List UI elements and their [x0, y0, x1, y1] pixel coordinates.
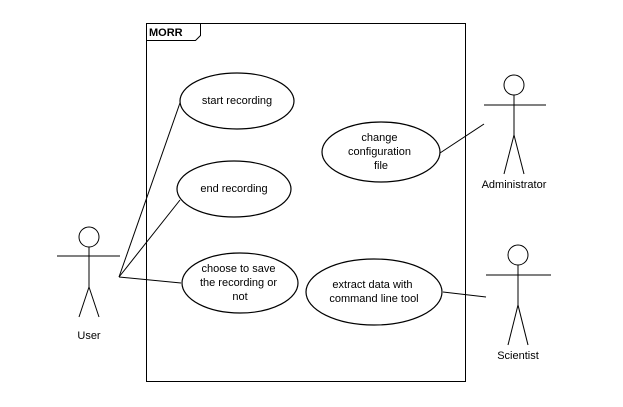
stick-figure-icon [486, 244, 551, 346]
use-case-label-choose-save-line-1: choose to save [201, 263, 275, 275]
svg-text:end recording: end recording [200, 183, 267, 195]
use-case-change-config[interactable]: change configuration file [321, 121, 441, 183]
actor-label-scientist: Scientist [497, 350, 539, 362]
use-case-label-extract-data-line-2: command line tool [329, 293, 418, 305]
use-case-label-end-recording: end recording [200, 183, 267, 195]
use-case-end-recording[interactable]: end recording [176, 160, 292, 218]
system-title: MORR [149, 27, 183, 39]
use-case-choose-save[interactable]: choose to save the recording or not [181, 252, 299, 314]
svg-text:extract data with comman: extract data with command line tool [329, 279, 418, 305]
association-user-end-recording [118, 199, 181, 278]
use-case-label-change-config-line-3: file [374, 160, 388, 172]
use-case-start-recording[interactable]: start recording [179, 72, 295, 130]
association-user-start-recording [118, 99, 182, 278]
actor-label-user: User [77, 330, 101, 342]
svg-text:choose to save the recor: choose to save the recording or not [200, 263, 280, 303]
actor-user[interactable]: User [57, 226, 120, 342]
associations [118, 99, 487, 298]
use-case-label-extract-data-line-1: extract data with [332, 279, 412, 291]
stick-figure-icon [57, 226, 120, 318]
svg-text:start recording: start recording [202, 95, 272, 107]
stick-figure-icon [484, 74, 546, 175]
use-case-label-change-config-line-2: configuration [348, 146, 411, 158]
actor-label-administrator: Administrator [482, 179, 547, 191]
actor-scientist[interactable]: Scientist [486, 244, 551, 362]
use-case-label-start-recording: start recording [202, 95, 272, 107]
svg-text:change configuration: change configuration file [348, 132, 414, 172]
association-user-choose-save [118, 276, 182, 284]
actor-administrator[interactable]: Administrator [482, 74, 547, 191]
use-case-label-choose-save-line-3: not [232, 291, 247, 303]
system-boundary: MORR [146, 23, 466, 382]
use-case-extract-data[interactable]: extract data with command line tool [305, 258, 443, 326]
use-case-label-choose-save-line-2: the recording or [200, 277, 277, 289]
use-case-label-change-config-line-1: change [361, 132, 397, 144]
association-admin-change-config [439, 123, 485, 154]
association-scientist-extract-data [442, 291, 487, 298]
